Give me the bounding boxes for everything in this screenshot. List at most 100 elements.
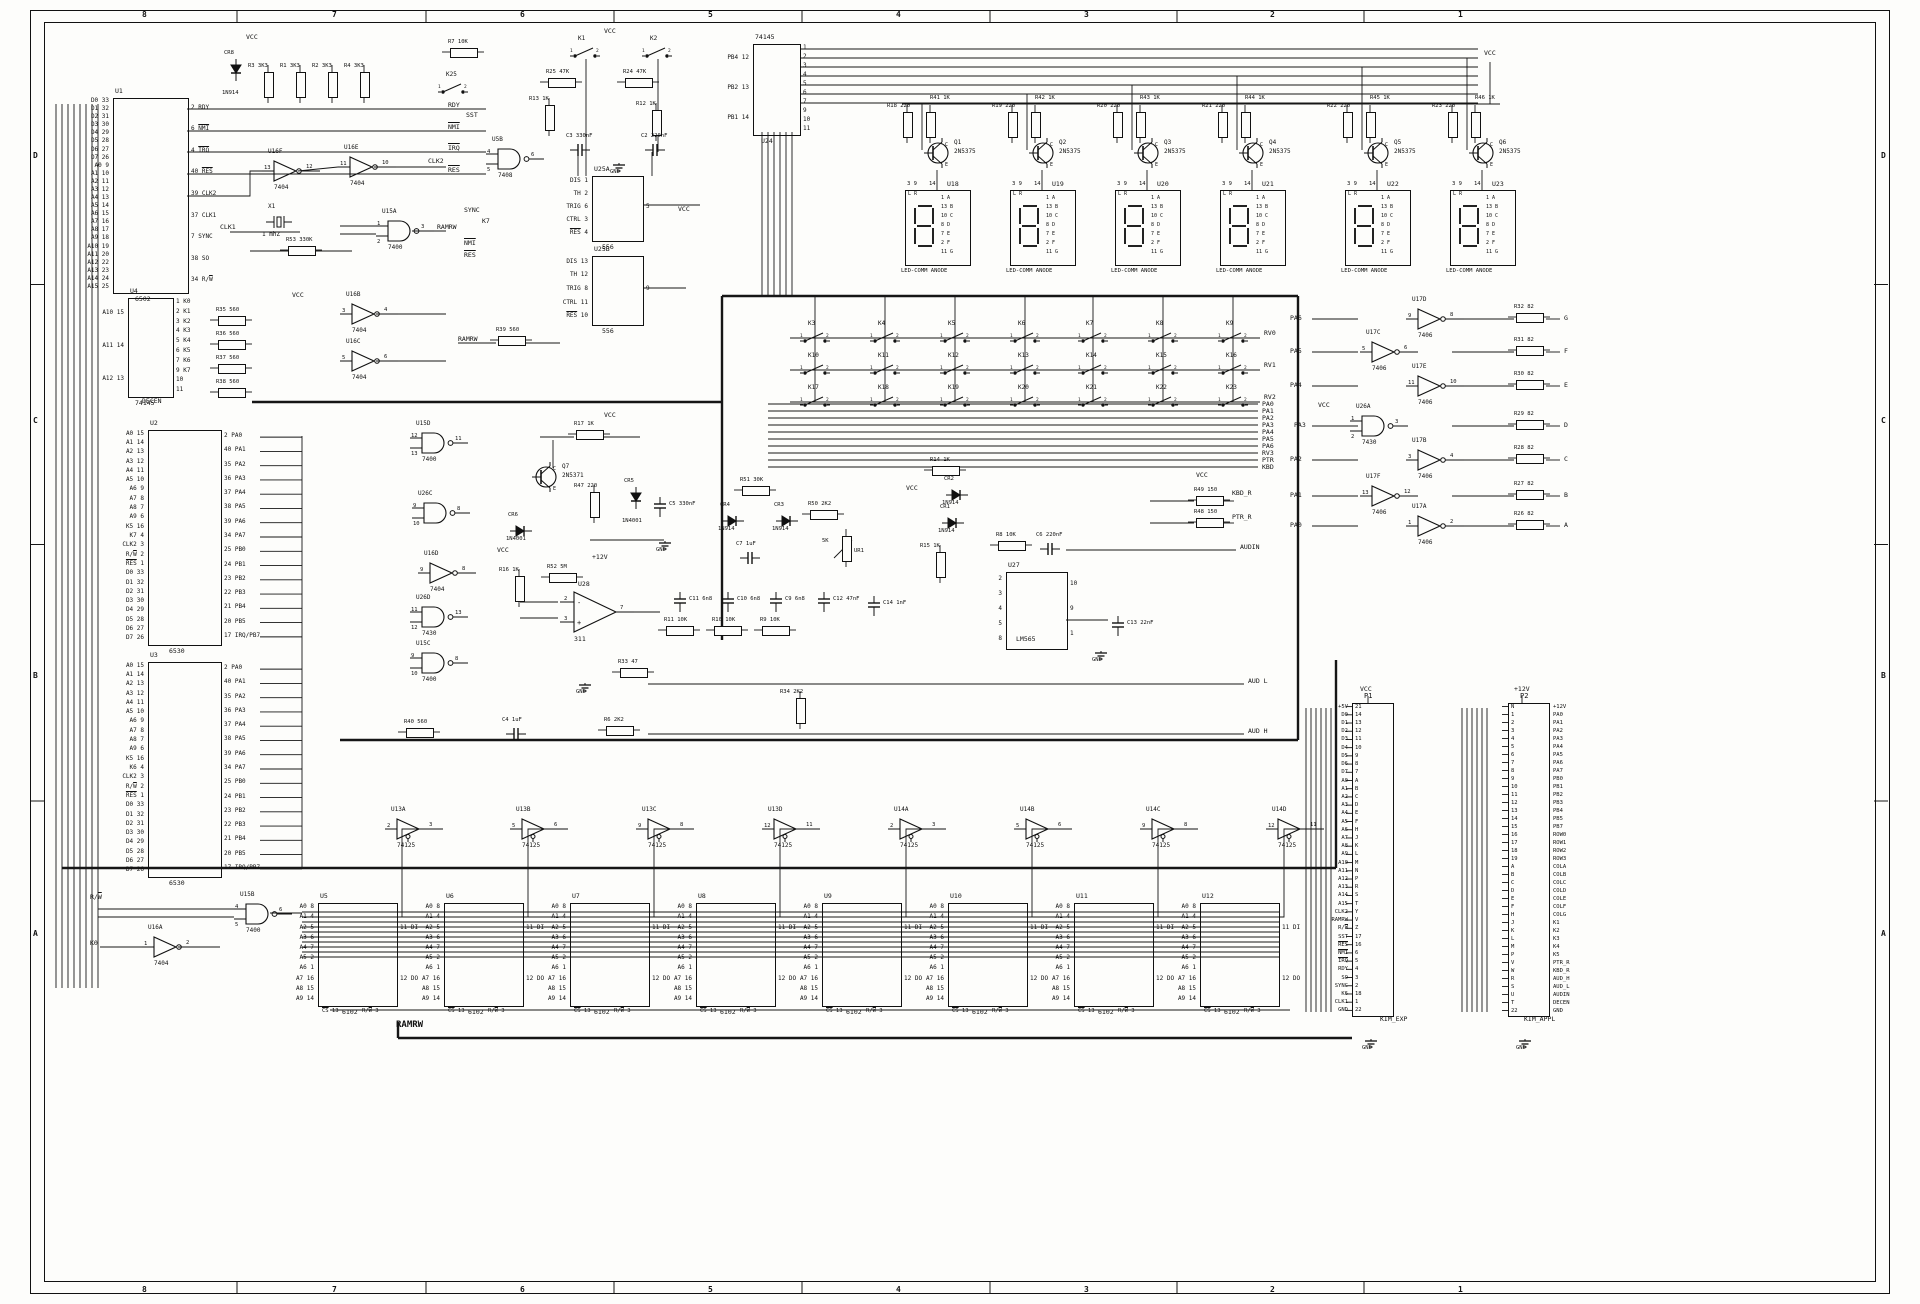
svg-text:C: C [1155,142,1158,148]
pin-label: 3 K2 [176,317,191,325]
pin-label: D0 33 [125,569,144,577]
gate-sub-u17b: 7406 [1418,473,1433,480]
svg-text:7: 7 [620,605,623,611]
pin-label: A1 4 [929,913,944,921]
display-seg-pin: 10 C [1381,213,1394,219]
pin-label: A6 1 [1181,964,1196,972]
resistor-label-r13: R13 1K [529,96,549,102]
pin-label: A1 4 [803,913,818,921]
connector-signal: CLK1 [1334,999,1348,1006]
gnd-label: GND [1092,657,1102,663]
pin-label: A2 11 [90,177,109,185]
resistor-r32 [1516,313,1544,323]
svg-text:12: 12 [306,164,313,170]
signal-label: PA2 [1262,414,1274,422]
pin-label: 4 IRQ [191,146,210,154]
connector-signal: GND [1553,1007,1563,1014]
resistor-r26 [1516,520,1544,530]
connector-signal: R/W [1338,925,1348,932]
resistor-label-r21: R21 220 [1202,103,1226,109]
display-lr: L R [1118,191,1128,197]
display-lr: L R [1453,191,1463,197]
gate-sub-u14b: 74125 [1026,842,1045,849]
pin-label: CS 13 [826,1008,843,1014]
pin-label: A7 16 [90,218,109,226]
display-seg-pin: 2 F [1381,240,1391,246]
connector-signal: PA2 [1553,727,1563,734]
pin-label: A7 8 [129,726,144,734]
pin-label: 11 DI [400,923,419,931]
signal-label: D [1564,421,1568,429]
pin-label: 10 [1070,579,1078,587]
svg-text:2: 2 [826,333,829,339]
pin-label: 12 DO [1030,974,1049,982]
pin-label: 4 K3 [176,327,191,335]
capacitor-label-c14: C14 1nF [883,600,907,606]
pin-label: CS 13 [322,1008,339,1014]
gate-label-u17f: U17F [1366,473,1381,480]
display-u18 [905,190,971,266]
signal-label: PA0 [1262,400,1274,408]
pin-label: A8 15 [799,984,818,992]
pin-label: A4 7 [929,943,944,951]
svg-text:2: 2 [1104,365,1107,371]
svg-text:13: 13 [411,451,418,456]
pin-label: 22 PB3 [224,821,246,829]
pin-label: 7 K6 [176,356,191,364]
pin-label: 35 PA2 [224,692,246,700]
capacitor-c9 [768,592,784,612]
pin-label: 5 [803,79,807,87]
switch-label-k6: K6 [1018,320,1026,327]
gate-label-u16e: U16E [344,144,359,151]
display-caption: LED-COMM ANODE [1446,268,1493,274]
gate-sub-u15c: 7400 [422,676,437,683]
pin-label: 5 [998,620,1002,628]
capacitor-c7 [740,550,760,566]
pin-label: 10 [176,376,184,384]
gate-sub-u13d: 74125 [774,842,793,849]
connector-pin: R [1511,975,1515,982]
connector-signal: PB7 [1553,823,1563,830]
display-seg-pin: 8 D [1381,222,1391,228]
resistor-label-r40: R40 560 [404,719,428,725]
pin-label: A10 15 [102,309,124,317]
gnd-symbol-glyph [1365,1039,1377,1048]
ic-u7 [570,903,650,1007]
gate-sub-u14c: 74125 [1152,842,1171,849]
capacitor-c11-glyph [674,592,686,612]
connector-pin: 9 [1511,775,1515,782]
frame-row-label: B [33,671,38,680]
ic-sub-u9: 6102 [846,1008,862,1016]
connector-pin: T [1511,999,1515,1006]
resistor-label-r33: R33 47 [618,659,638,665]
connector-pin: R [1355,884,1359,891]
resistor-r41 [926,112,936,138]
connector-pin: T [1355,900,1359,907]
resistor-label-r48: R48 150 [1194,509,1218,515]
signal-label: PA5 [1262,435,1274,443]
signal-label: VCC [246,33,258,41]
pin-label: 5 [646,203,650,210]
connector-signal: PB3 [1553,799,1563,806]
svg-text:6: 6 [531,152,534,158]
pin-label: A8 15 [295,984,314,992]
display-u21 [1220,190,1286,266]
pin-label: A4 13 [90,194,109,202]
connector-pin: 12 [1355,728,1362,735]
connector-title-p2: P2 [1520,692,1529,700]
resistor-label-r7: R7 10K [448,39,468,45]
connector-pin: 19 [1511,855,1518,862]
